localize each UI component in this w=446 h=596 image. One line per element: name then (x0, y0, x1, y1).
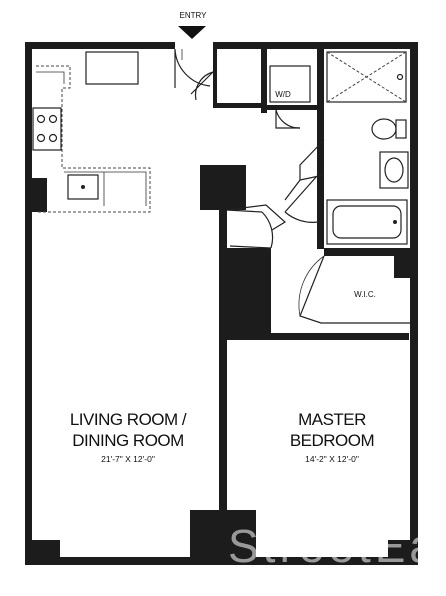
exterior-walls (25, 42, 418, 565)
master-bedroom-label-line1: MASTER (298, 410, 366, 429)
shower-icon (326, 51, 407, 103)
bathroom (326, 51, 409, 245)
range-icon (32, 107, 62, 151)
master-bedroom-dimensions: 14'-2" X 12'-0" (305, 454, 359, 464)
living-room-dimensions: 21'-7" X 12'-0" (101, 454, 155, 464)
washer-dryer-label: W/D (275, 90, 291, 99)
living-room-label-line2: DINING ROOM (72, 431, 184, 450)
kitchen (32, 51, 151, 213)
bathtub-icon (326, 199, 408, 245)
wic-label: W.I.C. (354, 290, 376, 299)
toilet-icon (371, 118, 407, 140)
washer-dryer (269, 65, 311, 103)
bath-sink-icon (379, 151, 409, 189)
refrigerator (85, 51, 139, 85)
kitchen-sink-icon (67, 174, 99, 200)
master-bedroom-label-line2: BEDROOM (290, 431, 374, 450)
watermark: StreetEasy (228, 520, 446, 572)
entry-arrow-icon (178, 26, 206, 39)
door-swings (174, 48, 410, 324)
entry-label: ENTRY (180, 11, 208, 20)
living-room-label-line1: LIVING ROOM / (70, 410, 187, 429)
interior-walls (200, 49, 410, 510)
